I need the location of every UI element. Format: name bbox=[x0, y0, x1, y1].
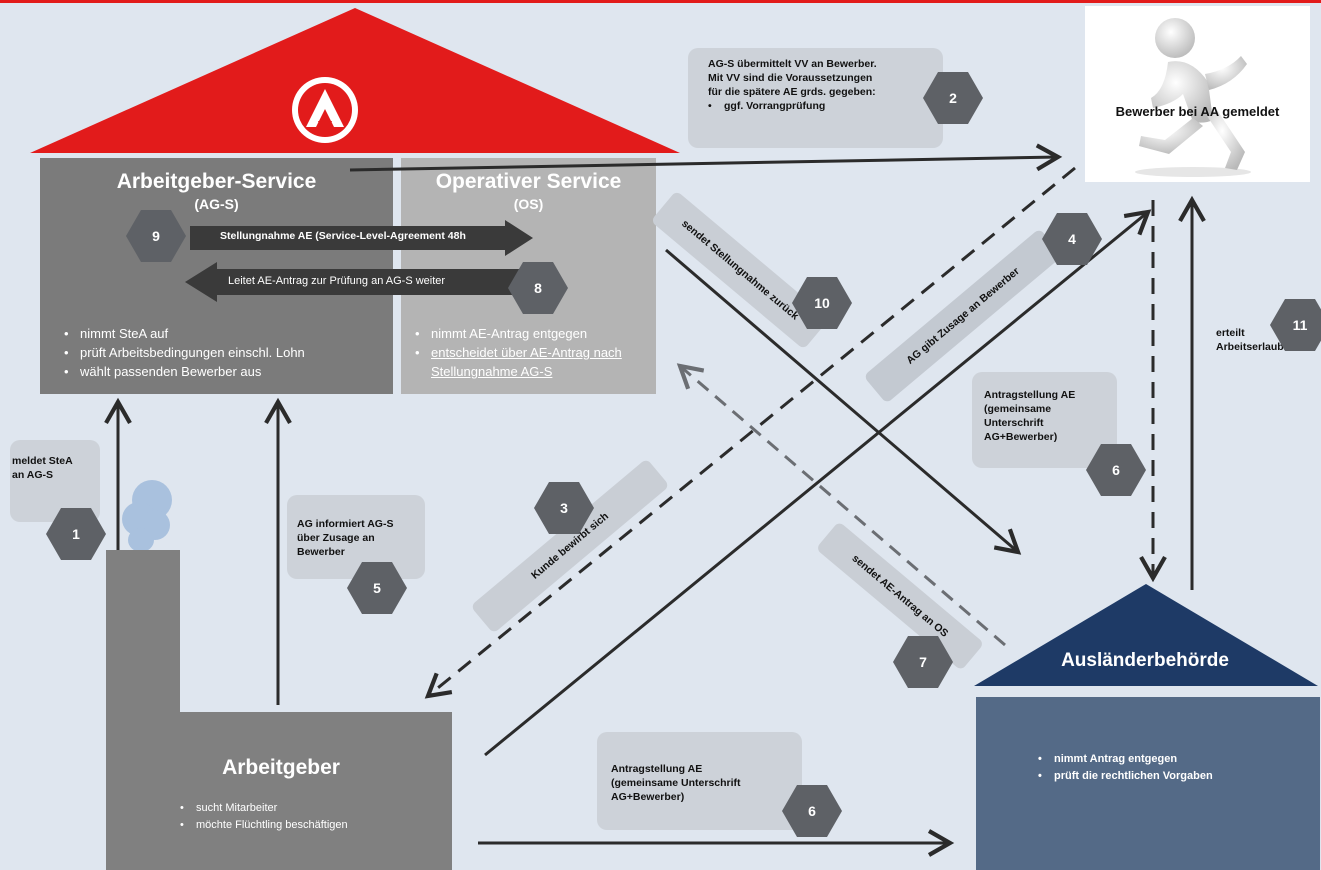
agentur-roof bbox=[30, 8, 680, 153]
list-item: wählt passenden Bewerber aus bbox=[64, 362, 305, 381]
note-10: sendet Stellungnahme zurück bbox=[650, 190, 830, 350]
note-2-bullet: ggf. Vorrangprüfung bbox=[724, 100, 826, 112]
abh-roof bbox=[974, 584, 1318, 686]
ags-bullets: nimmt SteA auf prüft Arbeitsbedingungen … bbox=[58, 324, 305, 381]
factory-smoke bbox=[118, 480, 178, 555]
abh-bullets: nimmt Antrag entgegen prüft die rechtlic… bbox=[1032, 751, 1213, 785]
bewerber-label: Bewerber bei AA gemeldet bbox=[1115, 104, 1280, 119]
badge-5: 5 bbox=[347, 562, 407, 614]
bewerber-box: Bewerber bei AA gemeldet bbox=[1085, 6, 1310, 182]
os-bullets: nimmt AE-Antrag entgegen entscheidet übe… bbox=[409, 324, 669, 381]
note-2-line: für die spätere AE grds. gegeben: bbox=[708, 86, 876, 98]
note-6b: Antragstellung AE (gemeinsame Unterschri… bbox=[597, 732, 802, 830]
list-item: möchte Flüchtling beschäftigen bbox=[180, 817, 348, 834]
arbeitgeber-box: Arbeitgeber sucht Mitarbeiter möchte Flü… bbox=[106, 712, 452, 870]
top-red-line bbox=[0, 0, 1321, 3]
abh-title: Ausländerbehörde bbox=[1061, 650, 1229, 671]
arbeitgeber-title: Arbeitgeber bbox=[222, 756, 340, 779]
factory-chimney bbox=[106, 550, 180, 720]
abh-box: nimmt Antrag entgegen prüft die rechtlic… bbox=[976, 697, 1320, 870]
list-item: prüft Arbeitsbedingungen einschl. Lohn bbox=[64, 343, 305, 362]
list-item: prüft die rechtlichen Vorgaben bbox=[1038, 768, 1213, 785]
leitet-label: Leitet AE-Antrag zur Prüfung an AG-S wei… bbox=[228, 275, 446, 287]
list-item: entscheidet über AE-Antrag nach Stellung… bbox=[415, 343, 669, 381]
running-person-icon bbox=[1135, 18, 1251, 177]
arrow-abh-to-os bbox=[676, 363, 1006, 647]
ags-subtitle: (AG-S) bbox=[194, 196, 239, 212]
note-2-line: Mit VV sind die Voraussetzungen bbox=[708, 72, 873, 84]
note-11: erteilt Arbeitserlaubnis bbox=[1216, 327, 1299, 353]
note-2-line: AG-S übermittelt VV an Bewerber. bbox=[708, 58, 877, 70]
note-7: sendet AE-Antrag an OS bbox=[815, 521, 985, 671]
ags-title: Arbeitgeber-Service bbox=[116, 170, 317, 193]
note-5: AG informiert AG-S über Zusage an Bewerb… bbox=[287, 495, 425, 579]
badge-9: 9 bbox=[126, 210, 186, 262]
stellungnahme-label: Stellungnahme AE (Service-Level-Agreemen… bbox=[220, 230, 466, 242]
list-item: nimmt SteA auf bbox=[64, 324, 305, 343]
note-6a: Antragstellung AE (gemeinsame Unterschri… bbox=[972, 372, 1117, 468]
badge-6b: 6 bbox=[782, 785, 842, 837]
note-2: AG-S übermittelt VV an Bewerber. Mit VV … bbox=[688, 48, 943, 148]
list-item: sucht Mitarbeiter bbox=[180, 800, 348, 817]
arbeitgeber-bullets: sucht Mitarbeiter möchte Flüchtling besc… bbox=[174, 800, 348, 834]
badge-1: 1 bbox=[46, 508, 106, 560]
list-item: nimmt AE-Antrag entgegen bbox=[415, 324, 669, 343]
list-item: nimmt Antrag entgegen bbox=[1038, 751, 1213, 768]
agentur-logo-icon bbox=[292, 77, 358, 143]
os-title: Operativer Service bbox=[435, 170, 622, 193]
os-subtitle: (OS) bbox=[513, 196, 544, 212]
